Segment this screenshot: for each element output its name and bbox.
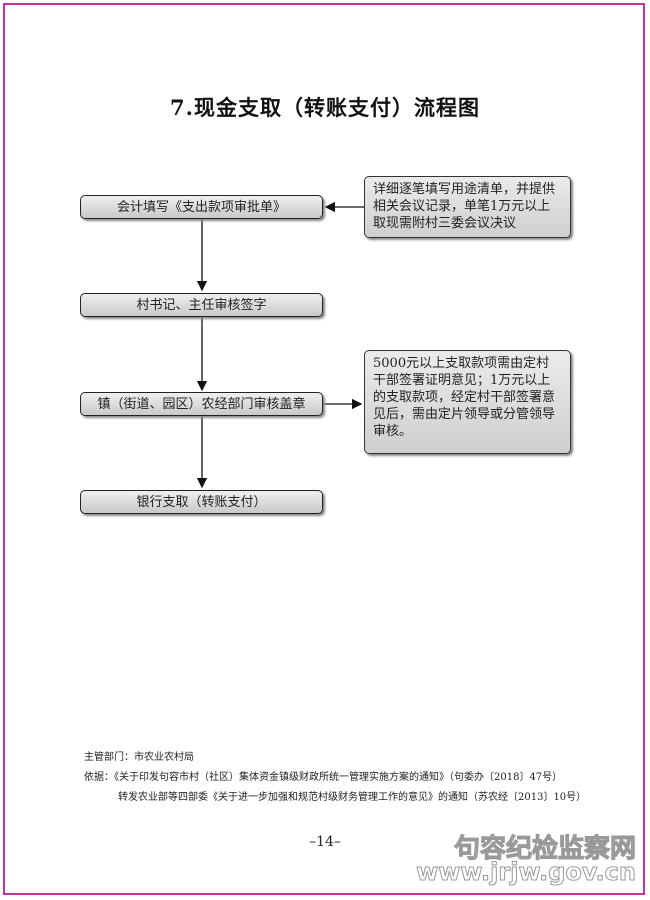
watermark-site-url: www.jrjw.gov.cn xyxy=(416,858,637,887)
watermark-site-name: 句容纪检监察网 xyxy=(453,834,636,865)
step-secretary-director-sign: 村书记、主任审核签字 xyxy=(80,293,323,317)
footer-basis-2: 转发农业部等四部委《关于进一步加强和规范村级财务管理工作的意见》的通知（苏农经〔… xyxy=(118,792,587,803)
page-title: 7.现金支取（转账支付）流程图 xyxy=(170,95,480,120)
page-border xyxy=(3,3,645,895)
footer-dept: 主管部门：市农业农村局 xyxy=(84,752,194,763)
step-bank-withdrawal: 银行支取（转账支付） xyxy=(80,490,323,514)
note-purpose-details: 详细逐笔填写用途清单，并提供相关会议记录，单笔1万元以上取现需附村三委会议决议 xyxy=(364,176,571,238)
page-number: –14– xyxy=(309,834,341,850)
step-accountant-fill-form: 会计填写《支出款项审批单》 xyxy=(80,195,323,219)
footer-basis-1: 依据：《关于印发句容市村（社区）集体资金镇级财政所统一管理实施方案的通知》（句委… xyxy=(84,772,563,783)
note-amount-approval-rules: 5000元以上支取款项需由定村干部签署证明意见；1万元以上的支取款项，经定村干部… xyxy=(364,350,571,454)
step-town-agri-dept-stamp: 镇（街道、园区）农经部门审核盖章 xyxy=(80,392,323,416)
